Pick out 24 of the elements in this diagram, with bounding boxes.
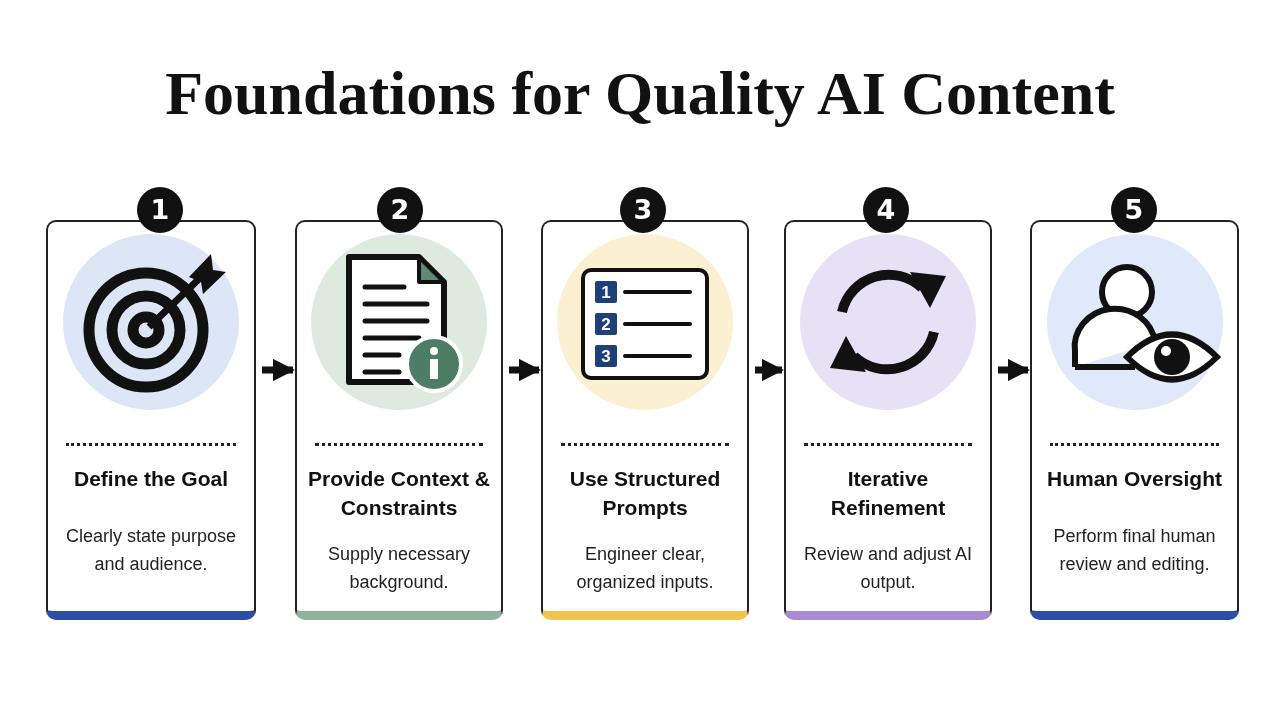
step-card	[784, 220, 992, 620]
title: Foundations for Quality AI Content	[164, 58, 1116, 129]
step-number-badge: 4	[863, 187, 909, 233]
step-card	[1030, 220, 1239, 620]
step-number-badge: 2	[377, 187, 423, 233]
step-description: Supply necessary background.	[326, 543, 472, 594]
step-description: Perform final human review and editing.	[1052, 525, 1217, 576]
step-description: Engineer clear, organized inputs.	[575, 543, 715, 594]
list-number: 2	[601, 315, 611, 334]
step-heading: Provide Context & Constraints	[307, 466, 491, 521]
step-heading: Human Oversight	[1045, 466, 1223, 492]
list-number: 1	[601, 283, 611, 302]
list-number: 3	[601, 347, 611, 366]
step-number-badge: 1	[137, 187, 183, 233]
step-number-badge: 5	[1111, 187, 1157, 233]
step-card	[295, 220, 503, 620]
step-number-badge: 3	[620, 187, 666, 233]
step-card	[46, 220, 256, 620]
step-heading: Iterative Refinement	[829, 466, 947, 521]
step-card	[541, 220, 749, 620]
step-heading: Define the Goal	[73, 466, 229, 492]
step-heading: Use Structured Prompts	[568, 466, 722, 521]
step-description: Clearly state purpose and audience.	[64, 525, 238, 576]
step-description: Review and adjust AI output.	[802, 543, 974, 594]
